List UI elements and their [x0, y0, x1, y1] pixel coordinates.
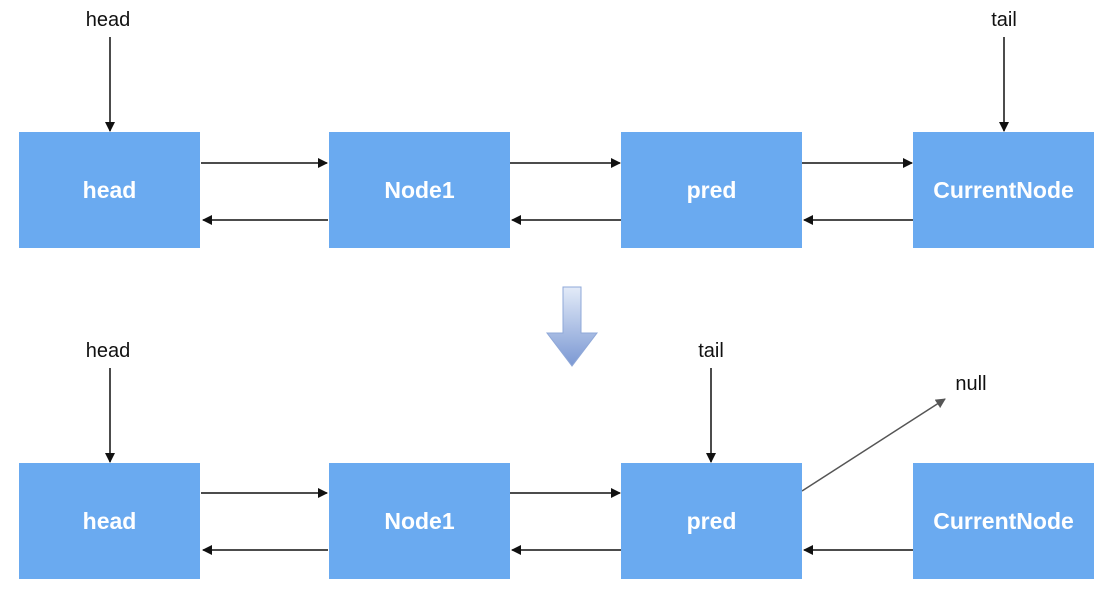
node-label: CurrentNode [933, 176, 1074, 203]
before-node-pred: pred [621, 132, 802, 248]
after-node-pred: pred [621, 463, 802, 579]
after-node-current: CurrentNode [913, 463, 1094, 579]
node-label: head [82, 176, 137, 203]
node-label: Node1 [384, 507, 455, 534]
before-tail-pointer-label: tail [991, 9, 1017, 31]
after-node-node1: Node1 [329, 463, 510, 579]
node-label: Node1 [384, 176, 455, 203]
before-node-head: head [19, 132, 200, 248]
node-label: CurrentNode [933, 507, 1074, 534]
after-tail-pointer-label: tail [698, 340, 724, 362]
after-null-arrow [801, 398, 946, 492]
down-arrow-icon [545, 286, 599, 367]
node-label: pred [686, 507, 737, 534]
after-head-pointer-label: head [85, 340, 131, 362]
before-head-pointer-label: head [85, 9, 131, 31]
after-node-head: head [19, 463, 200, 579]
after-null-label: null [955, 373, 987, 395]
node-label: head [82, 507, 137, 534]
before-node-node1: Node1 [329, 132, 510, 248]
node-label: pred [686, 176, 737, 203]
before-node-current: CurrentNode [913, 132, 1094, 248]
